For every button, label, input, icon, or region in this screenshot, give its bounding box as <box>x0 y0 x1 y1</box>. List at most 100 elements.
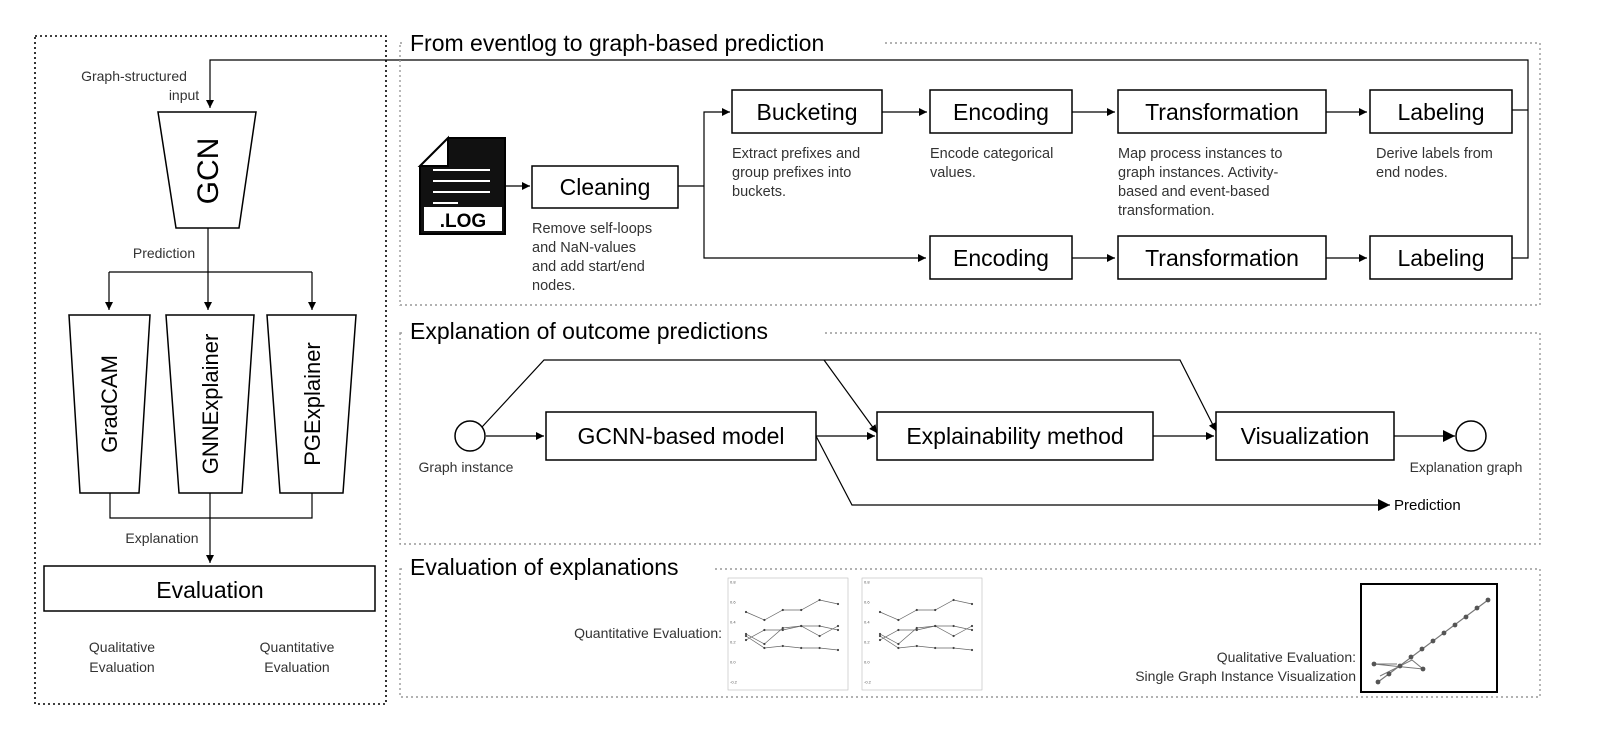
encoding2-label: Encoding <box>953 245 1049 271</box>
mini-chart-point <box>818 646 821 650</box>
mini-chart-point <box>836 602 840 606</box>
mini-chart-point <box>781 608 784 612</box>
mini-chart-point <box>781 628 784 632</box>
mini-chart-tick: 0.8 <box>864 580 870 585</box>
explanation-label: Explanation <box>125 530 198 546</box>
mini-chart-point <box>934 624 937 628</box>
quantitative-label: Quantitative <box>260 639 335 655</box>
cleaning-desc: Remove self-loops and NaN-values and add… <box>532 221 656 294</box>
encoding-desc: Encode categorical values. <box>930 146 1057 181</box>
labeling-label: Labeling <box>1398 99 1485 125</box>
gcn-trapezoid <box>157 111 257 229</box>
gcn-label: GCN <box>192 138 225 205</box>
mini-chart-point <box>818 598 821 602</box>
graph-instance-label: Graph instance <box>419 459 514 475</box>
pgexplainer-trapezoid <box>266 314 357 494</box>
evaluation-label: Evaluation <box>156 577 263 603</box>
mini-chart-tick: 0.6 <box>730 600 736 605</box>
mini-chart-point <box>878 632 882 636</box>
evaluation-box <box>43 565 376 612</box>
model-label: GCNN-based model <box>577 423 784 449</box>
mini-chart-point <box>763 628 766 632</box>
visualization-box <box>1215 411 1395 461</box>
quantitative-label-2: Evaluation <box>264 659 329 675</box>
mini-chart-point <box>818 634 821 638</box>
section2-title: Explanation of outcome predictions <box>410 318 768 344</box>
mini-chart-point <box>952 646 955 650</box>
cleaning-box <box>531 165 679 209</box>
mini-chart-point <box>781 644 784 648</box>
gnnexplainer-trapezoid <box>165 314 255 494</box>
qualitative-label: Qualitative <box>89 639 155 655</box>
prediction-label: Prediction <box>133 245 195 261</box>
mini-chart-tick: 0.0 <box>730 660 736 665</box>
mini-chart-point <box>934 646 937 650</box>
mini-chart-tick: 0.4 <box>864 620 870 625</box>
transformation2-label: Transformation <box>1145 245 1299 271</box>
mini-chart-point <box>818 624 821 628</box>
pgexplainer-label: PGExplainer <box>300 342 325 466</box>
mini-chart-series-line <box>745 625 839 645</box>
mini-chart-point <box>915 628 918 632</box>
bucketing-desc: Extract prefixes and group prefixes into… <box>732 146 864 200</box>
left-panel-frame <box>34 35 387 705</box>
mini-chart-point <box>878 638 882 642</box>
mini-chart-point <box>952 624 955 628</box>
mini-chart-point <box>915 626 918 630</box>
mini-chart-point <box>915 608 918 612</box>
mini-chart-point <box>970 602 974 606</box>
mini-chart-point <box>878 610 882 614</box>
section1-frame <box>399 42 1541 306</box>
bucketing-box <box>731 89 883 134</box>
mini-chart-point <box>952 598 955 602</box>
section2-frame <box>399 332 1541 545</box>
transformation-label: Transformation <box>1145 99 1299 125</box>
explanation-graph-node <box>1455 420 1487 452</box>
mini-chart-tick: 0.0 <box>864 660 870 665</box>
mini-chart-point <box>744 632 748 636</box>
mini-chart-tick: 0.2 <box>730 640 736 645</box>
cleaning-label: Cleaning <box>560 174 651 200</box>
mini-chart-frame <box>861 577 983 691</box>
mini-chart-series-line <box>745 635 839 651</box>
transformation-box <box>1117 89 1327 134</box>
bucketing-label: Bucketing <box>756 99 857 125</box>
mini-chart-point <box>897 646 900 650</box>
qualitative-eval-label-2: Single Graph Instance Visualization <box>1135 668 1356 684</box>
mini-chart-point <box>970 648 974 652</box>
graph-instance-node <box>454 420 486 452</box>
qualitative-eval-label: Qualitative Evaluation: <box>1217 649 1356 665</box>
labeling2-label: Labeling <box>1398 245 1485 271</box>
gradcam-trapezoid <box>68 314 151 494</box>
input-label-2: input <box>169 87 199 103</box>
labeling-box <box>1369 89 1513 134</box>
mini-chart-series-line <box>879 599 973 621</box>
mini-chart-series-line <box>745 599 839 621</box>
graph-visualization-thumbnail <box>1360 583 1498 693</box>
transformation-desc: Map process instances to graph instances… <box>1118 146 1286 219</box>
method-label: Explainability method <box>906 423 1123 449</box>
mini-chart-tick: 0.6 <box>864 600 870 605</box>
section1-title: From eventlog to graph-based prediction <box>410 30 824 56</box>
feedback-arrow <box>206 59 1529 110</box>
mini-chart-point <box>878 634 882 638</box>
mini-chart-tick: 0.2 <box>864 640 870 645</box>
prediction-output-label: Prediction <box>1394 497 1461 514</box>
mini-chart-point <box>934 608 937 612</box>
qualitative-label-2: Evaluation <box>89 659 154 675</box>
mini-chart-point <box>781 626 784 630</box>
mini-chart-point <box>897 618 900 622</box>
quantitative-eval-label: Quantitative Evaluation: <box>574 625 722 641</box>
mini-chart-point <box>897 642 900 646</box>
mini-chart-2: 0.80.60.40.20.0-0.2 <box>861 577 983 691</box>
mini-chart-point <box>744 638 748 642</box>
mini-chart-point <box>970 624 974 628</box>
mini-chart-point <box>915 644 918 648</box>
encoding-label: Encoding <box>953 99 1049 125</box>
mini-chart-tick: -0.2 <box>730 680 738 685</box>
mini-chart-series-line <box>879 625 973 641</box>
mini-chart-tick: 0.8 <box>730 580 736 585</box>
mini-chart-1: 0.8 0.6 0.4 0.2 0.0 -0.2 <box>727 577 849 691</box>
mini-chart-tick: 0.4 <box>730 620 736 625</box>
